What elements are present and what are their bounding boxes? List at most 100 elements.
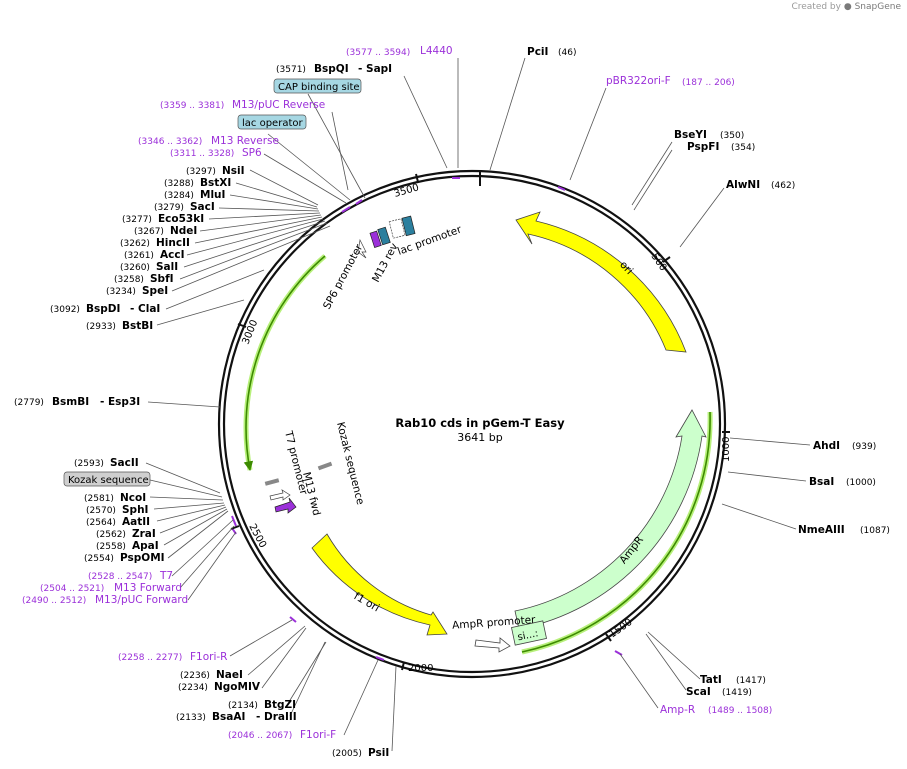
kozak-box[interactable]: Kozak sequence: [63, 471, 151, 487]
site-pos: (3260): [120, 263, 150, 273]
primer-pos: (2490 .. 2512): [22, 596, 86, 606]
kozak-box-label: Kozak sequence: [68, 475, 149, 486]
primer-label[interactable]: L4440: [420, 45, 453, 57]
t7-promoter-feature[interactable]: [269, 489, 291, 501]
site-pos: (1000): [846, 478, 876, 488]
cap-site-feature[interactable]: [377, 226, 391, 246]
site-pos: (2554): [84, 554, 114, 564]
site-label[interactable]: BstXI: [200, 177, 231, 189]
m13fwd-feature[interactable]: [274, 497, 297, 514]
site-pos: (2134): [228, 701, 258, 711]
labels-left: (3297) NsiI (3288) BstXI (3284) MluI (32…: [14, 165, 245, 663]
site-pos: (2234): [178, 683, 208, 693]
site-label[interactable]: PspFI: [687, 141, 719, 153]
site-label-2[interactable]: - DraIII: [256, 711, 297, 723]
primer-label[interactable]: M13/pUC Reverse: [232, 99, 325, 111]
primer-pos: (2504 .. 2521): [40, 584, 104, 594]
lac-operator-feature[interactable]: [388, 218, 406, 239]
primer-label[interactable]: F1ori-R: [190, 651, 227, 663]
site-label[interactable]: SpeI: [142, 285, 168, 297]
labels-top: (3577 .. 3594) L4440 PciI (46) pBR322ori…: [138, 45, 795, 191]
site-pos: (3092): [50, 305, 80, 315]
site-pos: (2593): [74, 459, 104, 469]
site-label[interactable]: NmeAIII: [798, 524, 845, 536]
site-pos: (2581): [84, 494, 114, 504]
site-label[interactable]: NdeI: [170, 225, 197, 237]
site-label[interactable]: PspOMI: [120, 552, 165, 564]
site-label[interactable]: ScaI: [686, 686, 711, 698]
primer-pos: (3359 .. 3381): [160, 101, 224, 111]
site-label[interactable]: BsaI: [809, 476, 834, 488]
site-label[interactable]: BsmBI: [52, 396, 89, 408]
position-ticks: [230, 172, 730, 671]
site-label[interactable]: AlwNI: [726, 179, 760, 191]
ampr-promoter-feature[interactable]: [474, 637, 511, 653]
site-label[interactable]: AhdI: [813, 440, 840, 452]
site-label[interactable]: MluI: [200, 189, 225, 201]
site-label-2[interactable]: - SapI: [358, 63, 392, 75]
site-label[interactable]: BtgZI: [264, 699, 296, 711]
site-label[interactable]: HincII: [156, 237, 190, 249]
site-label[interactable]: AccI: [160, 249, 184, 261]
cap-binding-box[interactable]: CAP binding site: [273, 78, 362, 94]
site-pos: (939): [852, 442, 876, 452]
site-pos: (2564): [86, 518, 116, 528]
site-label[interactable]: Eco53kI: [158, 213, 204, 225]
site-label[interactable]: SalI: [156, 261, 178, 273]
site-label[interactable]: PciI: [527, 46, 548, 58]
site-label[interactable]: BspQI: [314, 63, 349, 75]
signal-sequence-feature[interactable]: [511, 620, 547, 646]
primer-label[interactable]: T7: [159, 570, 173, 582]
primer-label[interactable]: M13/pUC Forward: [95, 594, 188, 606]
site-label[interactable]: ZraI: [132, 528, 156, 540]
site-label[interactable]: SacII: [110, 457, 139, 469]
ori-feature[interactable]: [515, 211, 687, 353]
site-pos: (3277): [122, 215, 152, 225]
f1-ori-feature[interactable]: [311, 533, 448, 636]
primer-label[interactable]: pBR322ori-F: [606, 75, 671, 87]
site-label[interactable]: BstBI: [122, 320, 153, 332]
site-label-2[interactable]: - ClaI: [130, 303, 160, 315]
backbone: [217, 169, 727, 679]
tick-3000: 3000: [241, 318, 261, 346]
site-label[interactable]: SacI: [190, 201, 215, 213]
site-label[interactable]: SphI: [122, 504, 148, 516]
lac-operator-box[interactable]: lac operator: [237, 114, 307, 130]
ampr-feature[interactable]: [514, 409, 707, 630]
site-label[interactable]: BseYI: [674, 129, 707, 141]
site-label[interactable]: BsaAI: [212, 711, 245, 723]
site-pos: (2133): [176, 713, 206, 723]
sp6-promoter-feature[interactable]: [357, 238, 367, 259]
primer-label[interactable]: F1ori-F: [300, 729, 336, 741]
site-pos: (3571): [276, 65, 306, 75]
site-label[interactable]: NgoMIV: [214, 681, 261, 693]
site-label[interactable]: ApaI: [132, 540, 159, 552]
site-label[interactable]: BspDI: [86, 303, 120, 315]
site-label[interactable]: TatI: [700, 674, 722, 686]
primer-label[interactable]: SP6: [242, 147, 262, 159]
cap-binding-label: CAP binding site: [278, 82, 360, 93]
lac-promoter-feature[interactable]: [401, 215, 416, 237]
site-pos: (46): [558, 48, 576, 58]
primer-label[interactable]: M13 Reverse: [211, 135, 279, 147]
t7-feature[interactable]: [264, 478, 280, 486]
site-label[interactable]: NaeI: [216, 669, 243, 681]
site-label[interactable]: AatII: [122, 516, 150, 528]
site-pos: (2779): [14, 398, 44, 408]
site-label[interactable]: NsiI: [222, 165, 245, 177]
signal-sequence-label: si...:: [517, 628, 540, 643]
sp6-promoter-label: SP6 promoter: [321, 242, 366, 312]
site-label[interactable]: NcoI: [120, 492, 146, 504]
tick-2000: 2000: [408, 663, 433, 674]
site-pos: (350): [720, 131, 744, 141]
m13rev-feature[interactable]: [369, 230, 382, 248]
site-pos: (3262): [120, 239, 150, 249]
site-label[interactable]: SbfI: [150, 273, 174, 285]
primer-label[interactable]: Amp-R: [660, 704, 695, 716]
primer-label[interactable]: M13 Forward: [114, 582, 182, 594]
primer-pos: (2046 .. 2067): [228, 731, 292, 741]
site-label-2[interactable]: - Esp3I: [100, 396, 140, 408]
site-label[interactable]: PsiI: [368, 747, 389, 759]
kozak-feature[interactable]: [317, 461, 333, 471]
